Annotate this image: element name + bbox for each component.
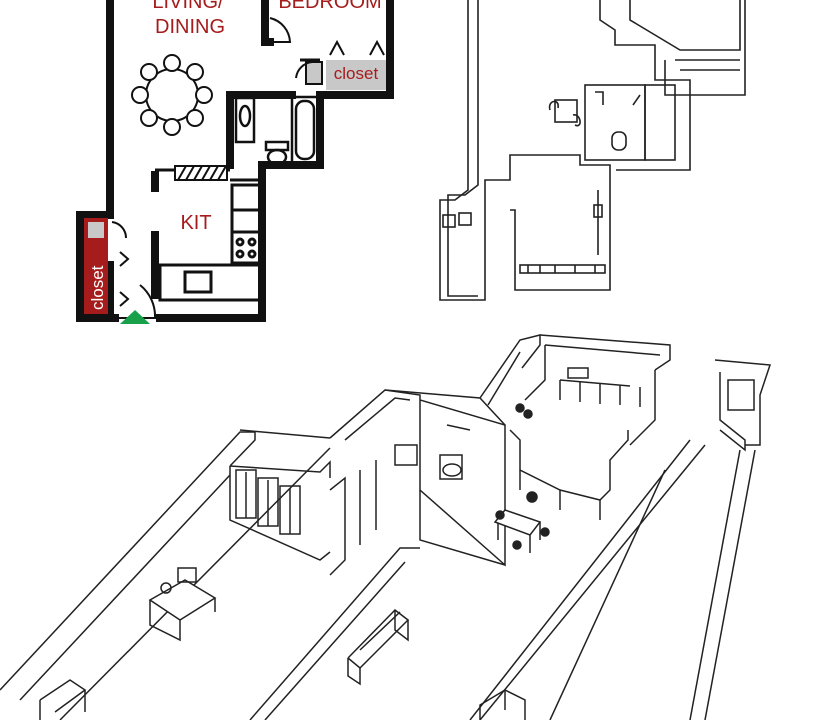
bathroom-fixtures xyxy=(234,95,320,166)
left-outer-wall xyxy=(76,0,119,322)
iso-bench xyxy=(347,608,410,686)
living-dining-label-1: LIVING/ xyxy=(152,0,224,13)
iso-chair xyxy=(39,679,87,720)
entry-marker-icon xyxy=(120,310,150,324)
top-view-render xyxy=(439,0,746,301)
dining-table xyxy=(131,54,213,136)
hatched-partition xyxy=(174,165,228,181)
iso-dining-set xyxy=(493,403,550,553)
closet-top-label: closet xyxy=(334,64,379,83)
living-dining-label-2: DINING xyxy=(155,16,225,38)
closet-side-label: closet xyxy=(88,265,107,310)
isometric-render xyxy=(0,334,772,720)
bedroom-label: BEDROOM xyxy=(278,0,381,13)
kitchen-label: KIT xyxy=(180,212,211,234)
bedroom-wall xyxy=(261,0,274,46)
right-outer-wall xyxy=(156,0,394,322)
bath-wall xyxy=(226,91,296,169)
floor-plan-2d: LIVING/ DINING BEDROOM KIT closet closet xyxy=(76,0,394,324)
iso-armchair xyxy=(479,689,526,720)
closet-top-fill xyxy=(326,60,386,90)
iso-desk xyxy=(148,567,217,642)
